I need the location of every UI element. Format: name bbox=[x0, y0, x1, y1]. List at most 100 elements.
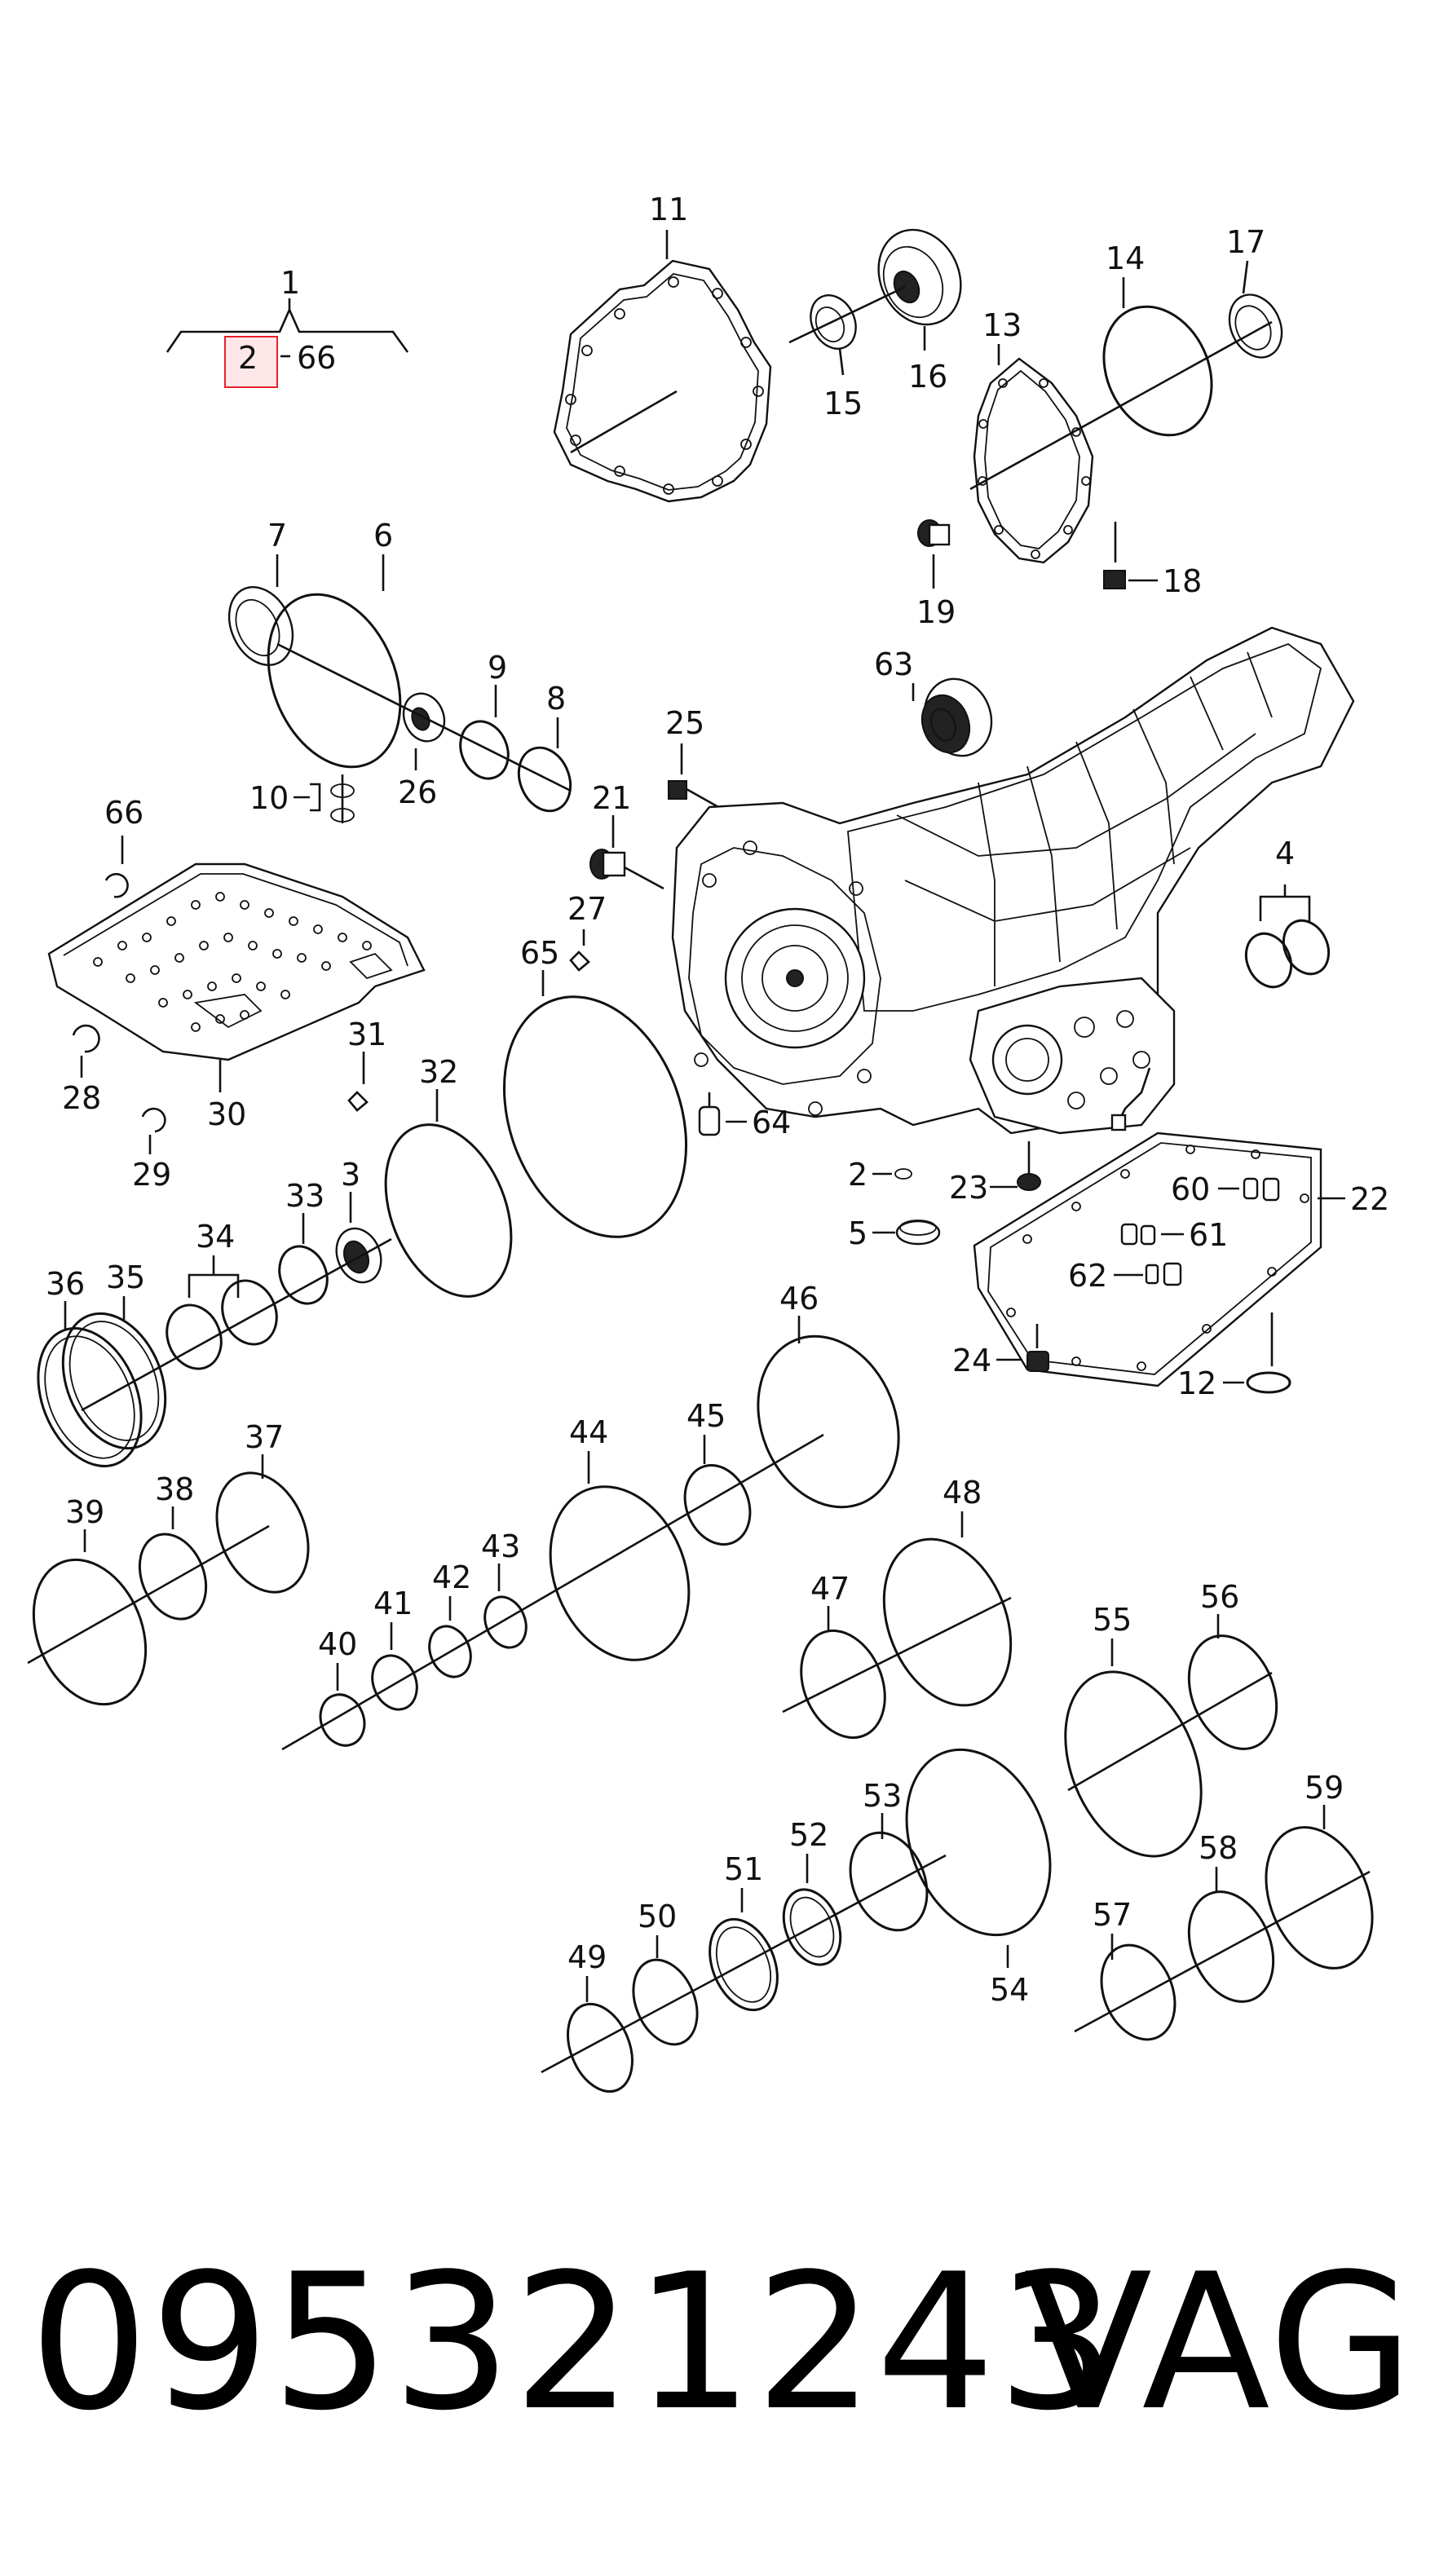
callout-45: 45 bbox=[686, 1398, 726, 1434]
callout-26: 26 bbox=[398, 774, 437, 810]
ring-49 bbox=[567, 2002, 634, 2093]
callout-32: 32 bbox=[419, 1054, 458, 1090]
plugs-61 bbox=[1120, 1223, 1184, 1246]
callout-66-group: 66 bbox=[297, 340, 336, 376]
callout-12: 12 bbox=[1177, 1365, 1216, 1401]
callout-59: 59 bbox=[1305, 1770, 1344, 1806]
callout-24: 24 bbox=[952, 1343, 991, 1378]
ring-43 bbox=[483, 1595, 528, 1649]
callout-11: 11 bbox=[649, 192, 688, 227]
assembly-bracket-1 bbox=[166, 298, 409, 388]
washer-12 bbox=[1223, 1312, 1291, 1394]
gasket-13 bbox=[973, 344, 1094, 564]
part-number: 095321243 bbox=[29, 2234, 1118, 2452]
callout-13: 13 bbox=[982, 307, 1022, 343]
o-ring-6 bbox=[267, 593, 402, 769]
ring-47 bbox=[800, 1629, 886, 1740]
plug-19 bbox=[917, 519, 951, 589]
callout-42: 42 bbox=[432, 1559, 471, 1595]
callout-23: 23 bbox=[949, 1170, 988, 1206]
ring-38 bbox=[138, 1533, 208, 1621]
callout-30: 30 bbox=[207, 1096, 246, 1132]
callout-29: 29 bbox=[132, 1157, 171, 1193]
callout-36: 36 bbox=[46, 1266, 85, 1302]
callout-27: 27 bbox=[567, 891, 607, 927]
callout-40: 40 bbox=[318, 1626, 357, 1662]
ring-42 bbox=[428, 1625, 472, 1678]
ring-40 bbox=[319, 1693, 366, 1747]
valve-body-plate-30 bbox=[47, 862, 426, 1092]
callout-6: 6 bbox=[373, 518, 393, 554]
callout-16: 16 bbox=[908, 359, 947, 395]
o-ring-55 bbox=[1064, 1670, 1203, 1858]
o-ring-65 bbox=[502, 995, 688, 1238]
callout-28: 28 bbox=[62, 1080, 101, 1116]
brand-name: VAG bbox=[1023, 2234, 1415, 2452]
seal-16 bbox=[877, 228, 962, 351]
ring-41 bbox=[371, 1654, 418, 1711]
seal-3 bbox=[335, 1192, 382, 1284]
ring-8 bbox=[517, 746, 572, 813]
callout-43: 43 bbox=[481, 1528, 520, 1564]
transmission-housing bbox=[671, 626, 1355, 1135]
gasket-11 bbox=[553, 230, 772, 503]
bolt-24 bbox=[996, 1324, 1049, 1372]
callout-34: 34 bbox=[196, 1219, 235, 1255]
ring-33 bbox=[278, 1245, 329, 1305]
callout-7: 7 bbox=[267, 518, 287, 554]
clip-66 bbox=[104, 836, 129, 898]
callout-33: 33 bbox=[285, 1178, 324, 1214]
callout-9: 9 bbox=[488, 650, 507, 686]
callout-55: 55 bbox=[1093, 1602, 1132, 1638]
exploded-parts-diagram: 1 2 66 11 16 15 13 bbox=[27, 192, 1389, 2093]
plugs-60 bbox=[1218, 1177, 1280, 1202]
callout-2: 2 bbox=[848, 1157, 867, 1193]
callout-10: 10 bbox=[249, 780, 289, 816]
callout-37: 37 bbox=[245, 1419, 284, 1455]
callout-57: 57 bbox=[1093, 1897, 1132, 1933]
callout-46: 46 bbox=[779, 1281, 819, 1317]
callout-49: 49 bbox=[567, 1939, 607, 1975]
plug-23 bbox=[990, 1141, 1041, 1191]
callout-35: 35 bbox=[106, 1259, 145, 1295]
o-ring-54 bbox=[905, 1748, 1052, 1937]
o-ring-37 bbox=[215, 1471, 310, 1594]
callout-22: 22 bbox=[1350, 1181, 1389, 1217]
snap-ring-4 bbox=[1244, 884, 1331, 989]
clip-10 bbox=[294, 774, 355, 823]
bolt-25 bbox=[668, 743, 726, 813]
plugs-62 bbox=[1114, 1262, 1182, 1286]
o-ring-2 bbox=[872, 1168, 912, 1180]
callout-3: 3 bbox=[341, 1157, 360, 1193]
callout-1: 1 bbox=[280, 265, 300, 301]
callout-60: 60 bbox=[1171, 1171, 1210, 1207]
bushing-64 bbox=[698, 1092, 747, 1136]
callout-47: 47 bbox=[810, 1571, 850, 1607]
callout-21: 21 bbox=[592, 780, 631, 816]
callout-14: 14 bbox=[1106, 240, 1145, 276]
seal-26 bbox=[402, 692, 446, 770]
seal-63 bbox=[912, 677, 993, 757]
ring-53 bbox=[849, 1831, 929, 1932]
callout-17: 17 bbox=[1226, 224, 1265, 260]
ring-pair-34 bbox=[166, 1255, 278, 1370]
callout-19: 19 bbox=[916, 594, 956, 630]
seal-7 bbox=[227, 554, 294, 667]
callout-44: 44 bbox=[569, 1414, 608, 1450]
ring-36 bbox=[37, 1301, 143, 1467]
callout-8: 8 bbox=[546, 681, 566, 717]
o-ring-32 bbox=[384, 1123, 513, 1298]
ring-9 bbox=[459, 720, 510, 780]
callout-18: 18 bbox=[1163, 563, 1202, 599]
callout-65: 65 bbox=[520, 935, 559, 971]
ring-50 bbox=[632, 1958, 699, 2046]
o-ring-48 bbox=[882, 1537, 1013, 1707]
callout-48: 48 bbox=[943, 1475, 982, 1511]
callout-53: 53 bbox=[863, 1778, 902, 1814]
filter-5 bbox=[872, 1220, 941, 1246]
callout-50: 50 bbox=[638, 1899, 677, 1934]
callout-54: 54 bbox=[990, 1972, 1029, 2008]
clip-29 bbox=[141, 1107, 166, 1154]
callout-38: 38 bbox=[155, 1471, 194, 1507]
o-ring-46 bbox=[757, 1334, 900, 1509]
